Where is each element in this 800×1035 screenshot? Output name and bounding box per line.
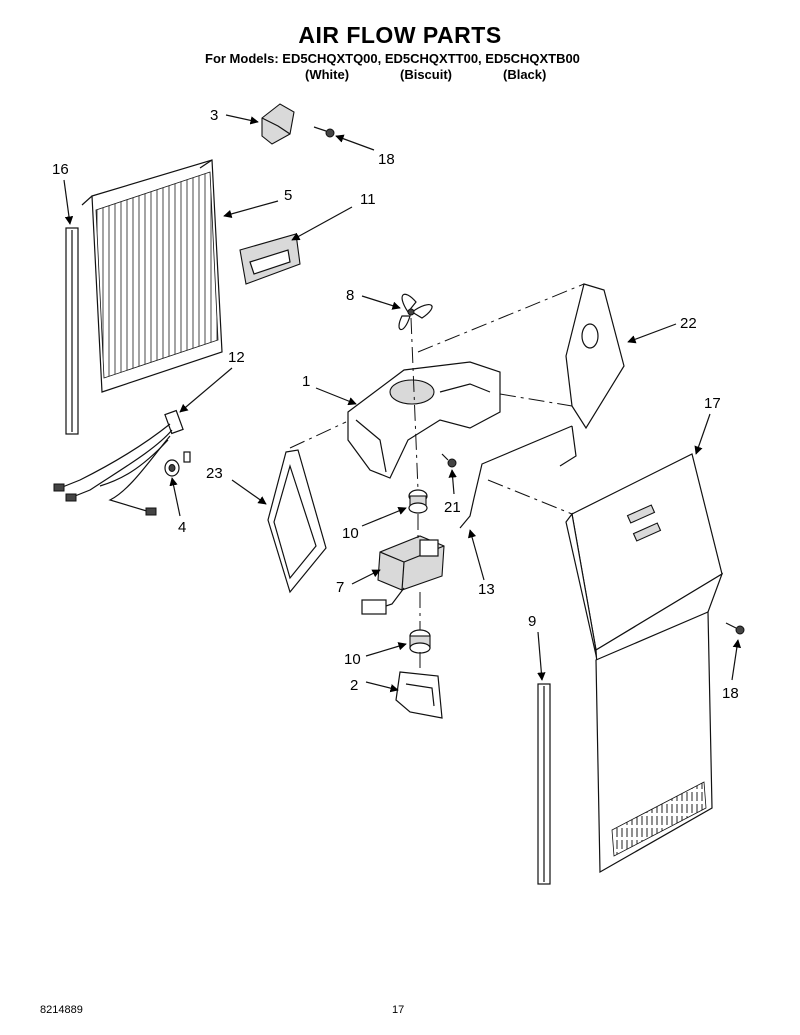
callout-10-top: 10 bbox=[342, 525, 359, 542]
part-18-screw-top bbox=[313, 126, 335, 138]
part-23-left-baffle bbox=[267, 449, 327, 594]
part-10-motor-mount-top bbox=[408, 489, 428, 514]
page-title: AIR FLOW PARTS bbox=[298, 22, 502, 48]
part-2-motor-bracket bbox=[395, 671, 443, 719]
part-16-seal-strip bbox=[65, 227, 79, 435]
callout-8: 8 bbox=[346, 287, 354, 304]
callout-18-top: 18 bbox=[378, 151, 395, 168]
callout-1: 1 bbox=[302, 373, 310, 390]
part-13-wire-bracket bbox=[459, 425, 577, 529]
part-18-screw-right bbox=[725, 622, 745, 635]
color-label-black: (Black) bbox=[503, 67, 547, 82]
callout-23: 23 bbox=[206, 465, 223, 482]
part-9-seal-strip bbox=[537, 683, 551, 885]
color-label-biscuit: (Biscuit) bbox=[400, 67, 452, 82]
callout-12: 12 bbox=[228, 349, 245, 366]
callout-10-bottom: 10 bbox=[344, 651, 361, 668]
assembly-guide-lines bbox=[289, 283, 585, 672]
color-label-white: (White) bbox=[305, 67, 350, 82]
part-4-grommet bbox=[164, 459, 180, 477]
part-17-air-tower-cover bbox=[565, 453, 724, 874]
part-1-fan-housing bbox=[347, 361, 501, 479]
callout-2: 2 bbox=[350, 677, 358, 694]
models-line: For Models: ED5CHQXTQ00, ED5CHQXTT00, ED… bbox=[205, 51, 580, 66]
callout-3: 3 bbox=[210, 107, 218, 124]
callout-leaders bbox=[63, 114, 742, 693]
part-5-evaporator-cover bbox=[81, 159, 223, 393]
part-11-bracket bbox=[239, 233, 301, 285]
doc-number: 8214889 bbox=[40, 1004, 83, 1016]
part-3-cap bbox=[261, 103, 295, 145]
callout-22: 22 bbox=[680, 315, 697, 332]
part-12-wire-harness bbox=[53, 409, 191, 516]
callout-17: 17 bbox=[704, 395, 721, 412]
callout-9: 9 bbox=[528, 613, 536, 630]
part-21-screw bbox=[441, 453, 457, 468]
callout-5: 5 bbox=[284, 187, 292, 204]
page-number: 17 bbox=[392, 1004, 405, 1016]
callout-16: 16 bbox=[52, 161, 69, 178]
part-8-fan-blade bbox=[398, 293, 433, 331]
callout-18-right: 18 bbox=[722, 685, 739, 702]
callout-11: 11 bbox=[360, 191, 376, 208]
part-10-motor-mount-bottom bbox=[409, 629, 431, 654]
callout-21: 21 bbox=[444, 499, 461, 516]
callout-7: 7 bbox=[336, 579, 344, 596]
callout-13: 13 bbox=[478, 581, 495, 598]
callout-4: 4 bbox=[178, 519, 186, 536]
part-22-side-baffle bbox=[565, 283, 625, 430]
part-7-fan-motor bbox=[361, 535, 445, 615]
